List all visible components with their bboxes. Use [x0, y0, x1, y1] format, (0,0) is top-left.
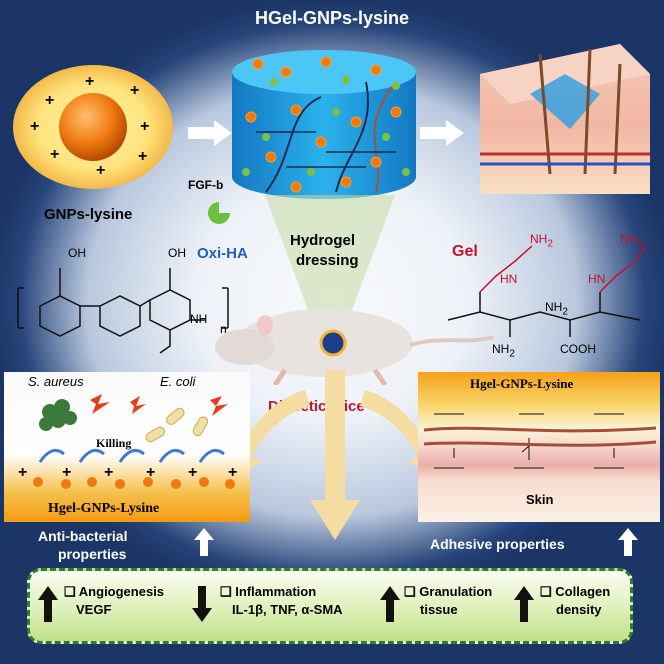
antibacterial-caption-line2: properties — [58, 546, 127, 562]
charge-plus: + — [50, 146, 60, 163]
charge-plus: + — [138, 148, 148, 165]
adhesive-panel — [418, 372, 660, 522]
skin-label: Skin — [526, 492, 554, 507]
charge-plus: + — [96, 162, 106, 179]
gnps-lysine-particle-icon — [13, 65, 173, 189]
charge-plus: + — [146, 464, 156, 481]
dressing-spotlight — [265, 195, 395, 315]
figure-title: HGel-GNPs-lysine — [254, 8, 410, 28]
charge-plus: + — [45, 92, 55, 109]
gnps-lysine-label: GNPs-lysine — [44, 206, 133, 223]
antibacterial-caption-line1: Anti-bacterial — [38, 528, 128, 544]
gel-label: Gel — [452, 243, 478, 260]
adhesive-caption: Adhesive properties — [430, 536, 565, 552]
gel-hn-2: HN — [588, 272, 606, 286]
oxi-ha-oh: OH — [168, 246, 186, 260]
outcomes-box — [27, 568, 633, 644]
charge-plus: + — [18, 464, 28, 481]
charge-plus: + — [30, 118, 40, 135]
hydrogel-cylinder — [232, 50, 416, 199]
increase-arrow-icon — [618, 528, 638, 556]
charge-plus: + — [85, 73, 95, 90]
outcome-granulation: ❑ Granulation — [404, 584, 493, 599]
charge-plus: + — [130, 82, 140, 99]
fgf-b-icon — [208, 202, 230, 224]
dressing-label-line2: dressing — [296, 252, 359, 269]
oxi-ha-nh: NH — [190, 312, 208, 326]
antibacterial-panel — [4, 372, 250, 522]
oxi-ha-structure — [17, 268, 229, 354]
oxi-ha-label: Oxi-HA — [197, 245, 248, 262]
up-arrow-icon — [38, 586, 58, 622]
increase-arrow-icon — [194, 528, 214, 556]
adhesive-film-label: Hgel-GNPs-Lysine — [470, 376, 574, 391]
oxi-ha-subscript-n: n — [220, 322, 227, 336]
outcome-collagen: ❑ Collagen — [540, 584, 611, 599]
outcome-angiogenesis: ❑ Angiogenesis — [64, 584, 165, 599]
gel-amine-1: NH2 — [530, 232, 553, 250]
diabetic-mouse-illustration — [215, 309, 494, 385]
charge-plus: + — [140, 118, 150, 135]
dressing-label-line1: Hydrogel — [290, 232, 356, 249]
arrow-right-icon — [188, 120, 232, 146]
outcome-angiogenesis-detail: VEGF — [76, 602, 112, 617]
outcome-collagen-detail: density — [556, 602, 602, 617]
up-arrow-icon — [514, 586, 534, 622]
gel-amine-2: NH2 — [620, 232, 643, 250]
gel-amine-backbone: NH2 — [492, 342, 515, 360]
fgf-b-label: FGF-b — [188, 178, 224, 192]
outcome-granulation-detail: tissue — [420, 602, 458, 617]
gel-structure — [447, 245, 647, 337]
gel-amine-backbone: NH2 — [545, 300, 568, 318]
antibacterial-film-label: Hgel-GNPs-Lysine — [48, 501, 160, 516]
gel-cooh: COOH — [560, 342, 596, 356]
charge-plus: + — [62, 464, 72, 481]
adhesive-bond-diagram — [424, 413, 656, 469]
skin-tissue-illustration — [480, 44, 650, 194]
down-arrow-icon — [192, 586, 212, 622]
charge-plus: + — [228, 464, 238, 481]
gel-hn-1: HN — [500, 272, 518, 286]
charge-plus: + — [104, 464, 114, 481]
bacteria-killing-illustration — [33, 394, 235, 489]
arrow-right-icon — [420, 120, 464, 146]
killing-label: Killing — [96, 436, 132, 450]
s-aureus-label: S. aureus — [28, 374, 84, 389]
outcome-inflammation-detail: IL-1β, TNF, α-SMA — [232, 602, 343, 617]
outcome-inflammation: ❑ Inflammation — [220, 584, 317, 599]
up-arrow-icon — [380, 586, 400, 622]
charge-plus: + — [188, 464, 198, 481]
e-coli-label: E. coli — [160, 374, 196, 389]
oxi-ha-oh: OH — [68, 246, 86, 260]
